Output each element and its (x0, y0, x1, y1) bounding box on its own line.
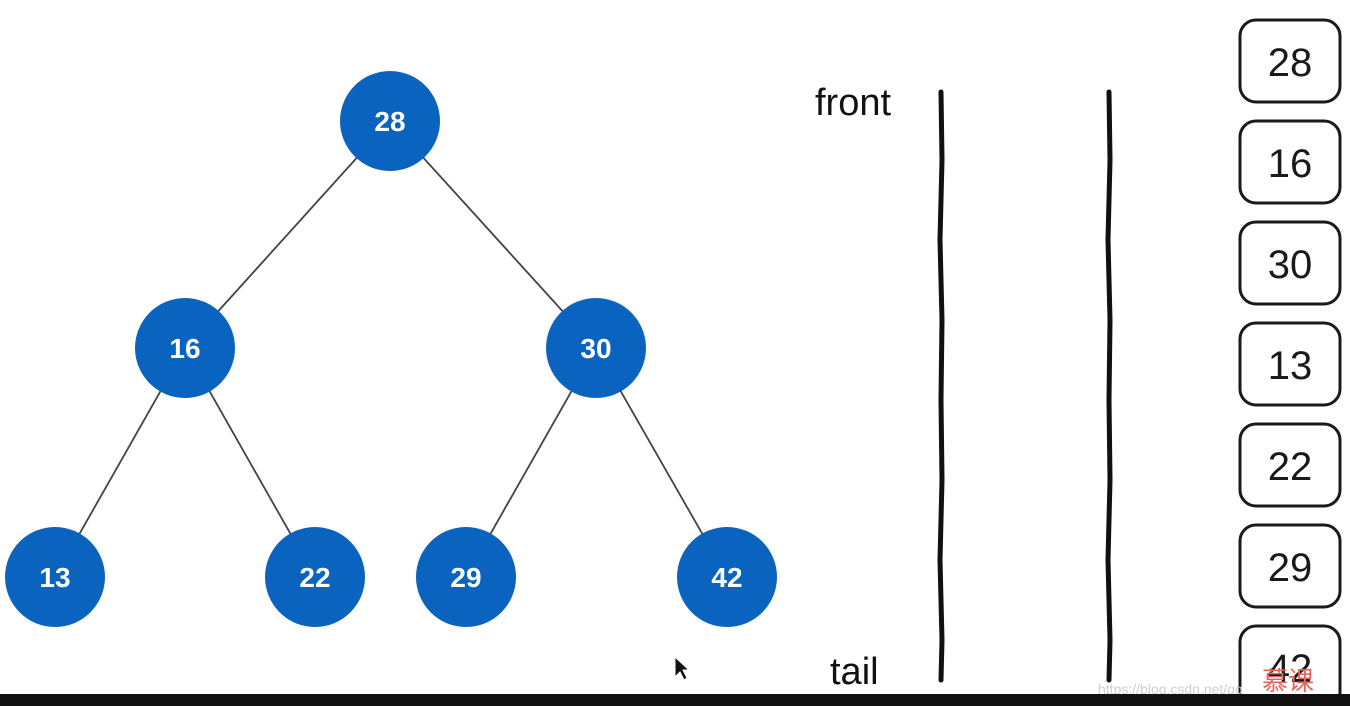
tree-node-label: 29 (450, 562, 481, 593)
tree-node-29: 29 (416, 527, 516, 627)
tree-node-label: 42 (711, 562, 742, 593)
tree-nodes: 28 16 30 13 22 29 42 (5, 71, 777, 627)
output-item-label: 29 (1268, 546, 1313, 590)
tree-node-label: 16 (169, 333, 200, 364)
tree-node-circle (265, 527, 365, 627)
output-item-16: 16 (1238, 119, 1342, 205)
output-item-box (1238, 119, 1342, 205)
tree-node-label: 28 (374, 106, 405, 137)
tree-node-circle (677, 527, 777, 627)
tree-node-circle (546, 298, 646, 398)
output-item-box (1238, 624, 1342, 706)
tree-edge-28-30 (389, 120, 597, 349)
tree-node-circle (416, 527, 516, 627)
output-item-box (1238, 321, 1342, 407)
tree-node-circle (135, 298, 235, 398)
tree-node-circle (340, 71, 440, 171)
output-item-22: 22 (1238, 422, 1342, 508)
tree-node-13: 13 (5, 527, 105, 627)
output-sequence: 28 16 30 13 22 29 42 (1238, 18, 1342, 706)
output-item-13: 13 (1238, 321, 1342, 407)
output-item-30: 30 (1238, 220, 1342, 306)
output-item-label: 16 (1268, 142, 1313, 186)
watermark-url: https://blog.csdn.net/qq_ (1098, 681, 1251, 697)
output-item-box (1238, 523, 1342, 609)
tree-node-30: 30 (546, 298, 646, 398)
tree-node-label: 22 (299, 562, 330, 593)
queue-tail-label: tail (830, 651, 879, 693)
queue-right-wall (1105, 89, 1113, 683)
tree-node-label: 30 (580, 333, 611, 364)
tree-node-circle (5, 527, 105, 627)
mouse-cursor-icon (674, 655, 691, 681)
watermark-logo: 慕课 (1262, 667, 1314, 697)
queue-left-wall (937, 89, 945, 683)
output-item-label: 30 (1268, 243, 1313, 287)
output-item-box (1238, 422, 1342, 508)
output-item-42: 42 (1238, 624, 1342, 706)
output-item-label: 42 (1268, 647, 1313, 691)
bottom-bar (0, 694, 1350, 706)
tree-node-22: 22 (265, 527, 365, 627)
output-item-box (1238, 220, 1342, 306)
tree-edge-28-16 (184, 120, 391, 349)
tree-node-28: 28 (340, 71, 440, 171)
tree-node-16: 16 (135, 298, 235, 398)
output-item-29: 29 (1238, 523, 1342, 609)
tree-node-42: 42 (677, 527, 777, 627)
output-item-box (1238, 18, 1342, 104)
tree-node-label: 13 (39, 562, 70, 593)
output-item-28: 28 (1238, 18, 1342, 104)
output-item-label: 13 (1268, 344, 1313, 388)
output-item-label: 22 (1268, 445, 1313, 489)
output-item-label: 28 (1268, 41, 1313, 85)
queue-front-label: front (815, 82, 891, 124)
